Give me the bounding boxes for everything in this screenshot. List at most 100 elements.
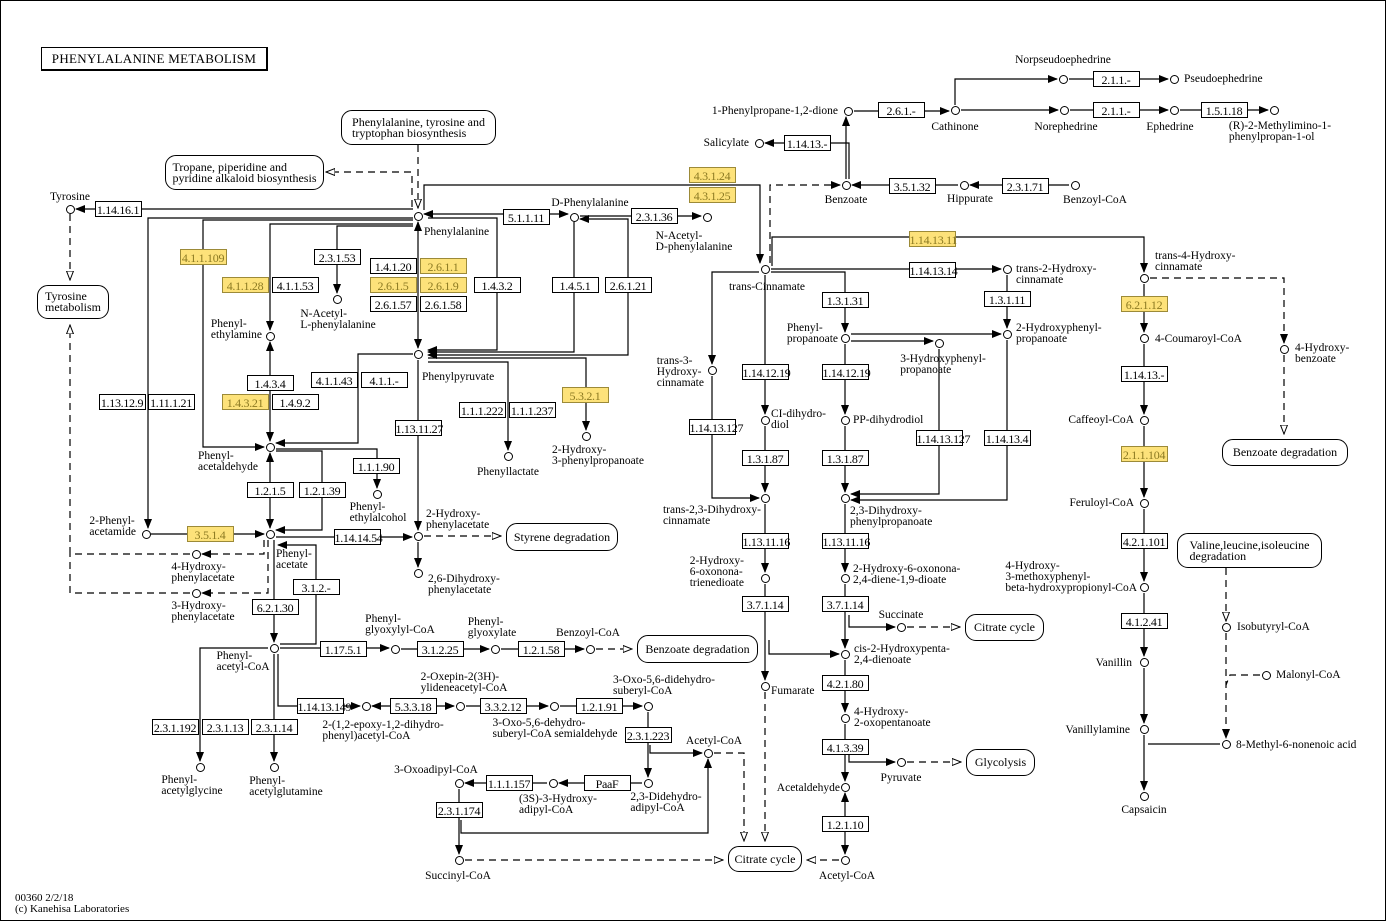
compound-node[interactable] — [413, 349, 423, 359]
enzyme-box[interactable]: 4.1.1.- — [360, 372, 408, 388]
compound-node[interactable] — [840, 649, 850, 659]
pathway-map-link[interactable]: Benzoate degradation — [1222, 439, 1348, 466]
enzyme-box[interactable]: PaaF — [583, 775, 631, 791]
compound-node[interactable] — [361, 701, 371, 711]
enzyme-box[interactable]: 1.4.3.2 — [473, 277, 521, 293]
enzyme-box[interactable]: 1.14.12.19 — [741, 364, 791, 380]
compound-node[interactable] — [950, 105, 960, 115]
compound-node[interactable] — [959, 180, 969, 190]
enzyme-box[interactable]: 2.3.1.53 — [313, 249, 361, 265]
enzyme-box[interactable]: 4.1.1.53 — [271, 277, 319, 293]
enzyme-box[interactable]: 1.1.1.222 — [458, 402, 506, 418]
compound-node[interactable] — [843, 106, 853, 116]
enzyme-box[interactable]: 3.7.1.14 — [741, 596, 789, 612]
enzyme-box[interactable]: 1.2.1.58 — [517, 641, 565, 657]
enzyme-box[interactable]: 2.6.1.58 — [419, 296, 467, 312]
enzyme-box[interactable]: 2.1.1.- — [1092, 71, 1140, 87]
compound-node[interactable] — [454, 778, 464, 788]
enzyme-box[interactable]: 2.3.1.14 — [250, 719, 298, 735]
compound-node[interactable] — [1221, 739, 1231, 749]
enzyme-box[interactable]: 2.6.1.1 — [419, 258, 467, 274]
compound-node[interactable] — [707, 365, 717, 375]
compound-node[interactable] — [1002, 264, 1012, 274]
enzyme-box[interactable]: 1.3.1.31 — [821, 292, 869, 308]
compound-node[interactable] — [1139, 415, 1149, 425]
compound-node[interactable] — [269, 762, 279, 772]
enzyme-box[interactable]: 2.6.1.21 — [604, 277, 652, 293]
enzyme-box[interactable]: 1.2.1.91 — [575, 698, 623, 714]
enzyme-box[interactable]: 1.5.1.18 — [1200, 102, 1248, 118]
pathway-map-link[interactable]: Benzoate degradation — [637, 635, 758, 663]
enzyme-box[interactable]: 1.2.1.5 — [246, 482, 294, 498]
compound-node[interactable] — [1070, 180, 1080, 190]
enzyme-box[interactable]: 1.2.1.39 — [298, 482, 346, 498]
compound-node[interactable] — [760, 264, 770, 274]
compound-node[interactable] — [1059, 105, 1069, 115]
enzyme-box[interactable]: 1.14.13.- — [783, 135, 831, 151]
enzyme-box[interactable]: 2.3.1.223 — [624, 727, 672, 743]
compound-node[interactable] — [840, 855, 850, 865]
compound-node[interactable] — [569, 212, 579, 222]
compound-node[interactable] — [754, 138, 764, 148]
compound-node[interactable] — [1169, 74, 1179, 84]
compound-node[interactable] — [840, 713, 850, 723]
enzyme-box[interactable]: 6.2.1.12 — [1120, 296, 1168, 312]
compound-node[interactable] — [840, 333, 850, 343]
enzyme-box[interactable]: 2.1.1.104 — [1120, 446, 1168, 462]
compound-node[interactable] — [1169, 105, 1179, 115]
enzyme-box[interactable]: 4.1.2.41 — [1120, 613, 1168, 629]
compound-node[interactable] — [760, 681, 770, 691]
enzyme-box[interactable]: 2.1.1.- — [1092, 102, 1140, 118]
enzyme-box[interactable]: 4.1.3.39 — [821, 739, 869, 755]
pathway-map-link[interactable]: Glycolysis — [966, 749, 1035, 776]
enzyme-box[interactable]: 1.1.1.237 — [508, 402, 556, 418]
enzyme-box[interactable]: 2.3.1.71 — [1001, 178, 1049, 194]
compound-node[interactable] — [840, 573, 850, 583]
compound-node[interactable] — [896, 622, 906, 632]
enzyme-box[interactable]: 1.14.13.149 — [296, 698, 352, 714]
pathway-map-link[interactable]: Styrene degradation — [506, 523, 618, 551]
pathway-map-link[interactable]: Tyrosine metabolism — [37, 285, 109, 319]
enzyme-box[interactable]: 3.7.1.14 — [821, 596, 869, 612]
compound-node[interactable] — [413, 531, 423, 541]
enzyme-box[interactable]: 1.1.1.157 — [485, 775, 533, 791]
pathway-map-link[interactable]: Citrate cycle — [965, 614, 1044, 641]
enzyme-box[interactable]: 4.1.1.109 — [179, 249, 227, 265]
compound-node[interactable] — [1058, 74, 1068, 84]
enzyme-box[interactable]: 2.6.1.- — [877, 102, 925, 118]
compound-node[interactable] — [1139, 724, 1149, 734]
compound-node[interactable] — [265, 529, 275, 539]
enzyme-box[interactable]: 1.13.12.9 — [98, 394, 146, 410]
enzyme-box[interactable]: 3.1.2.- — [292, 579, 340, 595]
enzyme-box[interactable]: 3.1.2.25 — [416, 641, 464, 657]
enzyme-box[interactable]: 1.4.9.2 — [271, 394, 319, 410]
enzyme-box[interactable]: 6.2.1.30 — [251, 599, 299, 615]
enzyme-box[interactable]: 4.2.1.80 — [821, 675, 869, 691]
compound-node[interactable] — [455, 701, 465, 711]
compound-node[interactable] — [840, 493, 850, 503]
compound-node[interactable] — [760, 493, 770, 503]
enzyme-box[interactable]: 1.14.16.1 — [94, 201, 142, 217]
enzyme-box[interactable]: 2.6.1.57 — [369, 296, 417, 312]
compound-node[interactable] — [265, 442, 275, 452]
enzyme-box[interactable]: 1.17.5.1 — [319, 641, 367, 657]
compound-node[interactable] — [265, 331, 275, 341]
enzyme-box[interactable]: 1.13.11.27 — [394, 420, 444, 436]
compound-node[interactable] — [490, 644, 500, 654]
enzyme-box[interactable]: 1.3.1.87 — [741, 450, 789, 466]
compound-node[interactable] — [840, 782, 850, 792]
enzyme-box[interactable]: 1.14.13.- — [1120, 366, 1168, 382]
enzyme-box[interactable]: 5.1.1.11 — [502, 209, 550, 225]
enzyme-box[interactable]: 1.4.1.20 — [369, 258, 417, 274]
compound-node[interactable] — [1261, 670, 1271, 680]
compound-node[interactable] — [1139, 791, 1149, 801]
compound-node[interactable] — [585, 644, 595, 654]
compound-node[interactable] — [191, 549, 201, 559]
enzyme-box[interactable]: 1.14.12.19 — [821, 364, 871, 380]
compound-node[interactable] — [643, 701, 653, 711]
enzyme-box[interactable]: 1.14.13.4 — [983, 430, 1031, 446]
compound-node[interactable] — [191, 588, 201, 598]
compound-node[interactable] — [703, 748, 713, 758]
compound-node[interactable] — [934, 338, 944, 348]
enzyme-box[interactable]: 2.3.1.174 — [435, 802, 483, 818]
